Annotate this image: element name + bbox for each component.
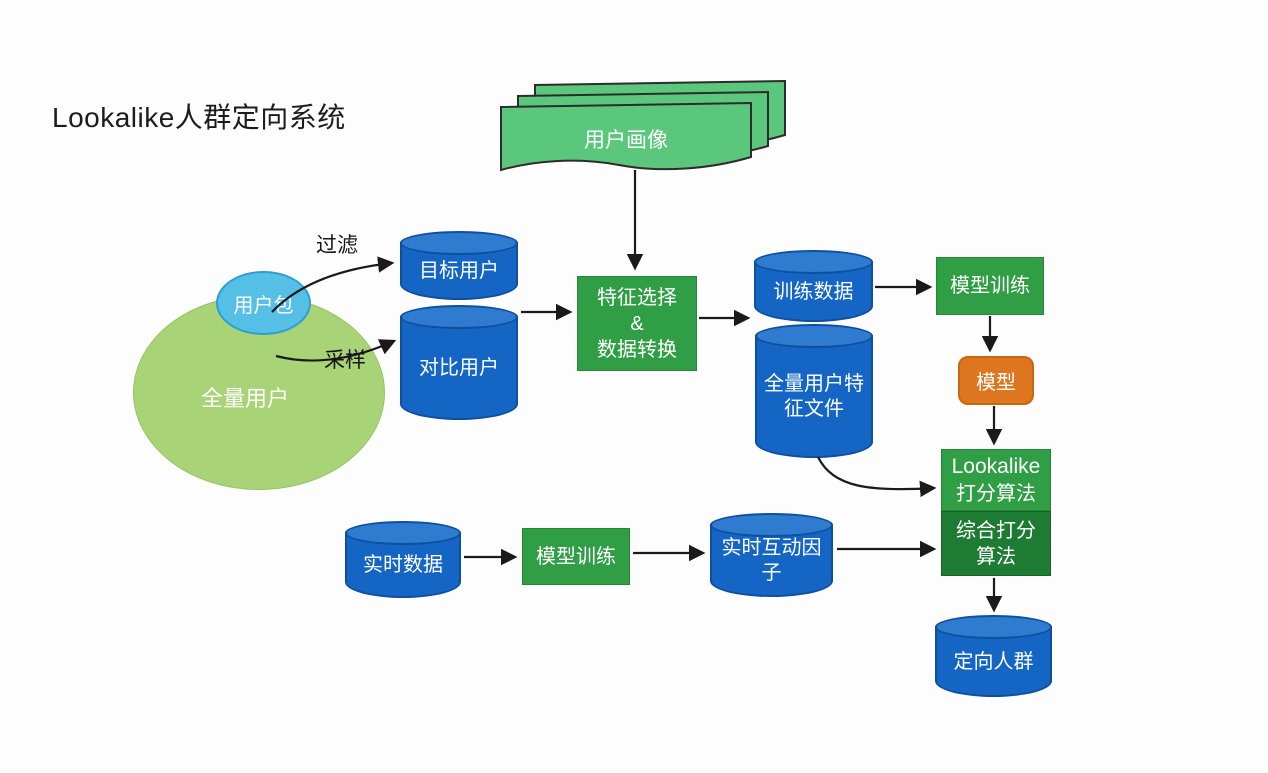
node-training-data: 训练数据 (754, 250, 873, 322)
node-label-line: 特征选择 (597, 286, 677, 309)
node-label: 模型 (976, 372, 1016, 394)
edge-label-filter: 过滤 (316, 234, 358, 257)
cylinder-top (400, 231, 518, 255)
page-title: Lookalike人群定向系统 (52, 102, 346, 133)
node-user-profile-label: 用户画像 (584, 129, 668, 152)
cylinder-top (754, 250, 873, 274)
node-label: 全量用户特征文件 (764, 373, 864, 420)
node-label: 定向人群 (953, 650, 1034, 673)
node-target-audience: 定向人群 (935, 615, 1052, 697)
node-user-package: 用户包 (216, 271, 311, 335)
cylinder-body (755, 335, 873, 458)
cylinder-top (400, 305, 518, 329)
node-label: 训练数据 (773, 280, 854, 303)
node-label: 用户包 (233, 294, 294, 317)
cylinder-top (935, 615, 1052, 639)
node-compare-users: 对比用户 (400, 305, 518, 420)
cylinder-body (710, 524, 833, 597)
node-realtime-data: 实时数据 (345, 521, 461, 598)
node-feature-select: 特征选择 & 数据转换 (577, 276, 697, 371)
node-label: 模型训练 (950, 275, 1030, 297)
arrow-featurefile-to-lookalike (817, 456, 937, 498)
node-model-training-top: 模型训练 (936, 257, 1044, 315)
node-model: 模型 (958, 356, 1034, 405)
node-label-line: & (630, 312, 644, 335)
node-label-line: 数据转换 (597, 338, 677, 361)
node-lookalike-scoring: Lookalike 打分算法 (941, 449, 1051, 511)
cylinder-body (400, 316, 518, 420)
node-label: 对比用户 (419, 357, 499, 379)
node-label: 目标用户 (419, 260, 499, 282)
edge-label-sample: 采样 (324, 349, 366, 372)
node-label-line: 打分算法 (956, 482, 1036, 505)
node-label: 模型训练 (536, 545, 616, 568)
node-label: 全量用户 (200, 385, 289, 411)
node-label: 综合打分算法 (956, 519, 1036, 568)
cylinder-top (345, 521, 461, 545)
node-label: 实时数据 (363, 554, 443, 576)
node-feature-file: 全量用户特征文件 (755, 324, 873, 458)
node-label: 实时互动因子 (721, 537, 822, 584)
node-combined-scoring: 综合打分算法 (941, 511, 1051, 576)
node-model-training-bottom: 模型训练 (522, 528, 630, 585)
node-label-line: Lookalike (951, 455, 1041, 479)
node-realtime-factor: 实时互动因子 (710, 513, 833, 597)
cylinder-top (755, 324, 873, 348)
cylinder-top (710, 513, 833, 537)
node-target-users: 目标用户 (400, 231, 518, 300)
